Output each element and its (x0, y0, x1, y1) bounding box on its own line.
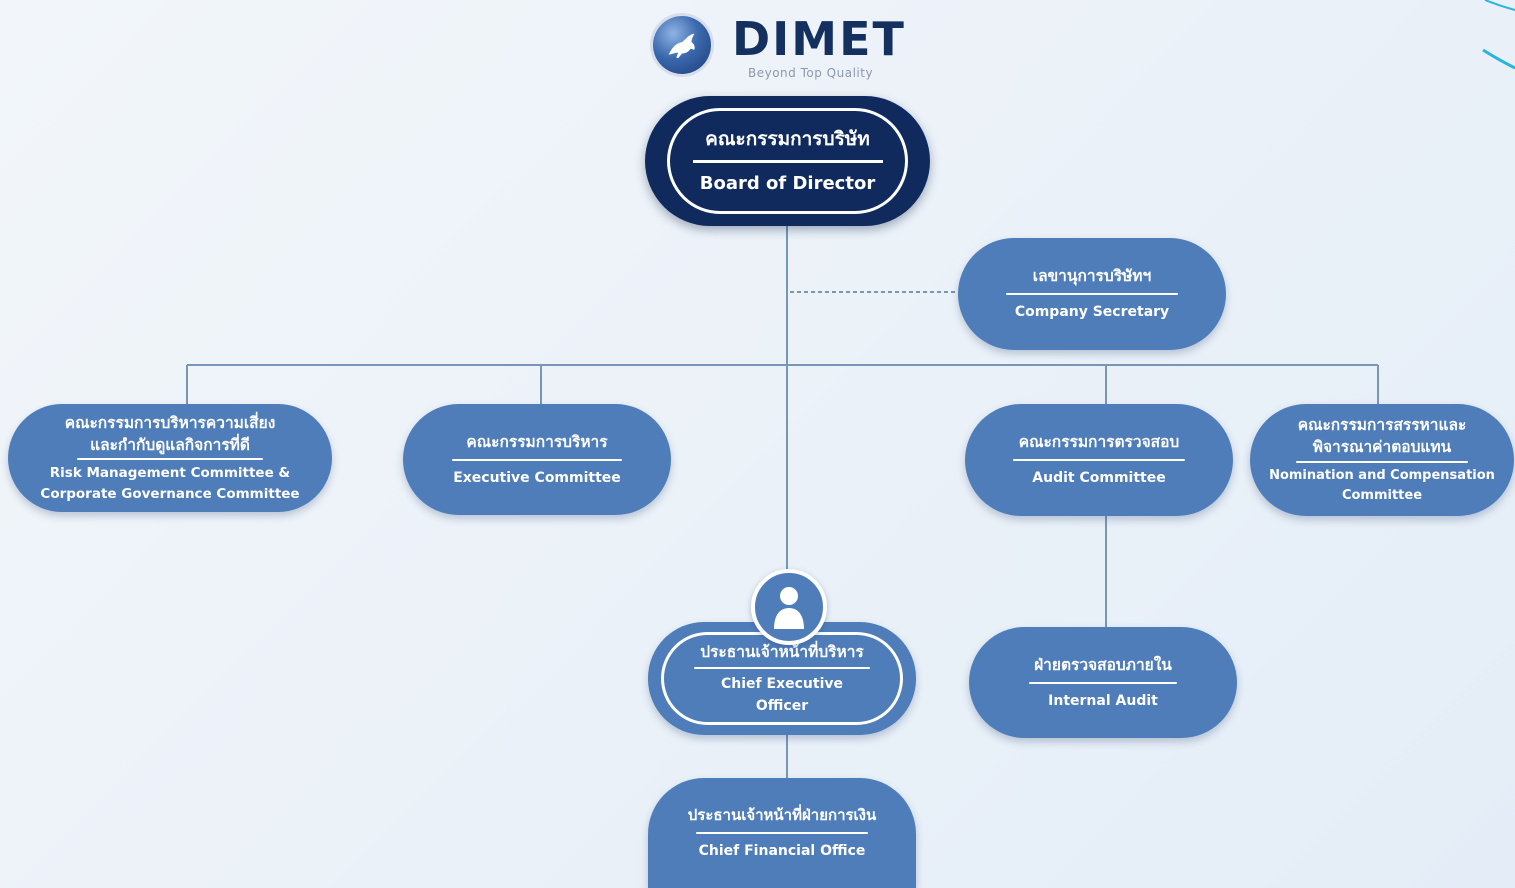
logo-wordmark: DIMET (732, 12, 906, 66)
nomination-divider (1296, 461, 1468, 463)
company-logo: DIMET Beyond Top Quality (650, 10, 920, 84)
ceo-label-en-2: Officer (755, 697, 809, 714)
executive-label-th: คณะกรรมการบริหาร (466, 432, 608, 451)
executive-label-en: Executive Committee (453, 469, 621, 486)
company-secretary-node: เลขานุการบริษัทฯ Company Secretary (958, 238, 1226, 350)
internal-audit-label-en: Internal Audit (1048, 692, 1158, 709)
risk-label-en-2: Corporate Governance Committee (40, 485, 300, 502)
audit-committee-node: คณะกรรมการตรวจสอบ Audit Committee (965, 404, 1233, 516)
nomination-label-en-2: Committee (1341, 488, 1423, 503)
secretary-divider (1006, 293, 1178, 295)
audit-divider (1013, 459, 1185, 461)
internal-audit-divider (1029, 681, 1177, 684)
secretary-label-en: Company Secretary (1014, 304, 1170, 320)
board-divider (692, 159, 883, 163)
executive-committee-node: คณะกรรมการบริหาร Executive Committee (403, 404, 671, 515)
ceo-label-en-1: Chief Executive (721, 675, 843, 692)
cfo-label-en: Chief Financial Office (698, 843, 866, 859)
board-inner-frame: คณะกรรมการบริษัท Board of Director (667, 108, 908, 214)
ceo-inner-frame: ประธานเจ้าหน้าที่บริหาร Chief Executive … (661, 632, 903, 725)
logo-tagline: Beyond Top Quality (748, 66, 874, 80)
horse-emblem-icon (653, 16, 711, 74)
ceo-divider (694, 666, 870, 669)
ceo-label-th: ประธานเจ้าหน้าที่บริหาร (700, 642, 864, 661)
audit-label-th: คณะกรรมการตรวจสอบ (1018, 433, 1180, 451)
board-label-th: คณะกรรมการบริษัท (705, 127, 870, 150)
corner-swoosh-decoration (1482, 0, 1515, 70)
nomination-compensation-node: คณะกรรมการสรรหาและ พิจารณาค่าตอบแทน Nomi… (1250, 404, 1514, 516)
cfo-node: ประธานเจ้าหน้าที่ฝ่ายการเงิน Chief Finan… (648, 778, 916, 888)
person-icon (751, 569, 827, 645)
nomination-label-th-1: คณะกรรมการสรรหาและ (1297, 416, 1467, 434)
nomination-label-en-1: Nomination and Compensation (1269, 468, 1495, 483)
risk-management-node: คณะกรรมการบริหารความเสี่ยง และกำกับดูแลก… (8, 404, 332, 512)
internal-audit-node: ฝ่ายตรวจสอบภายใน Internal Audit (969, 627, 1237, 738)
board-of-director-node: คณะกรรมการบริษัท Board of Director (645, 96, 930, 226)
cfo-label-th: ประธานเจ้าหน้าที่ฝ่ายการเงิน (687, 806, 877, 824)
risk-label-en-1: Risk Management Committee & (49, 464, 291, 481)
risk-label-th-2: และกำกับดูแลกิจการที่ดี (90, 435, 250, 454)
risk-divider (77, 457, 263, 460)
risk-label-th-1: คณะกรรมการบริหารความเสี่ยง (64, 413, 276, 432)
board-label-en: Board of Director (699, 172, 876, 194)
cfo-divider (696, 832, 868, 834)
internal-audit-label-th: ฝ่ายตรวจสอบภายใน (1034, 655, 1172, 674)
secretary-label-th: เลขานุการบริษัทฯ (1032, 267, 1152, 285)
audit-label-en: Audit Committee (1032, 470, 1166, 486)
executive-divider (452, 458, 622, 461)
nomination-label-th-2: พิจารณาค่าตอบแทน (1312, 438, 1452, 456)
